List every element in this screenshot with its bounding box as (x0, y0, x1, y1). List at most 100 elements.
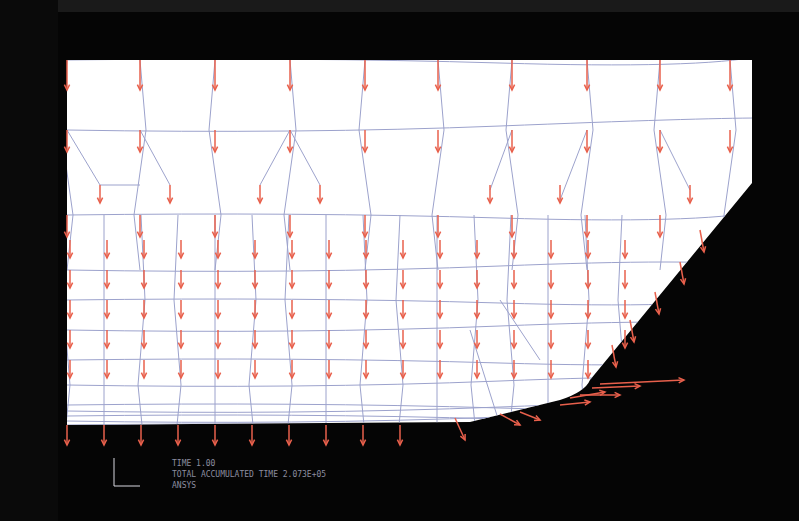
displacement-arrow (64, 425, 69, 445)
mesh-line (396, 215, 403, 425)
displacement-arrow (700, 230, 706, 252)
mesh-line (500, 300, 540, 360)
mesh-line (67, 262, 760, 271)
displacement-arrow (317, 185, 322, 203)
displacement-arrow (104, 360, 109, 378)
displacement-arrow (585, 360, 590, 378)
mesh-line (67, 56, 760, 65)
displacement-arrow (178, 270, 183, 288)
displacement-arrow (362, 215, 367, 237)
displacement-arrow (397, 425, 402, 445)
displacement-arrow (104, 240, 109, 258)
displacement-arrow (326, 300, 331, 318)
displacement-arrow (400, 240, 405, 258)
displacement-arrow (175, 425, 180, 445)
mesh-line (470, 330, 500, 425)
displacement-arrow (585, 300, 590, 318)
displacement-arrow (509, 215, 514, 237)
displacement-arrow (326, 270, 331, 288)
screen-border (0, 0, 58, 521)
displacement-arrow (511, 240, 516, 258)
mesh-line (209, 60, 221, 270)
displacement-arrow (474, 360, 479, 378)
displacement-arrow (630, 320, 636, 342)
displacement-arrow (212, 130, 217, 152)
displacement-arrow (511, 360, 516, 378)
displacement-arrow (548, 240, 553, 258)
axis-triad (114, 458, 140, 486)
displacement-arrow (474, 300, 479, 318)
mesh-line (63, 215, 70, 425)
displacement-arrow (560, 400, 590, 405)
displacement-arrow (252, 300, 257, 318)
displacement-arrow (360, 425, 365, 445)
displacement-arrow (97, 185, 102, 203)
mesh-line (359, 60, 371, 270)
displacement-arrow (64, 215, 69, 237)
displacement-arrow (252, 330, 257, 348)
displacement-arrow (178, 360, 183, 378)
displacement-arrow (67, 300, 72, 318)
mesh-line (67, 211, 760, 220)
displacement-arrow (622, 300, 627, 318)
displacement-arrow (363, 300, 368, 318)
displacement-arrow (252, 270, 257, 288)
mesh-line (360, 215, 367, 425)
displacement-arrow (67, 270, 72, 288)
displacement-arrow (474, 330, 479, 348)
displacement-arrow (511, 300, 516, 318)
displacement-arrow (286, 425, 291, 445)
mesh-line (471, 215, 478, 425)
displacement-arrow (67, 360, 72, 378)
mesh-line (67, 118, 760, 131)
displacement-arrow (474, 270, 479, 288)
displacement-arrow (104, 270, 109, 288)
status-text: TOTAL ACCUMULATED TIME 2.073E+05 (172, 469, 326, 480)
displacement-arrow (141, 270, 146, 288)
displacement-arrow (167, 185, 172, 203)
mesh-line (437, 215, 438, 425)
displacement-arrow (437, 360, 442, 378)
mesh-line (326, 215, 327, 425)
mesh-line (140, 130, 170, 185)
displacement-arrow (584, 130, 589, 152)
displacement-arrow (289, 300, 294, 318)
displacement-arrow (138, 425, 143, 445)
displacement-arrow (67, 240, 72, 258)
displacement-arrow (323, 425, 328, 445)
mesh-line (432, 60, 444, 270)
mesh-line (67, 401, 760, 410)
model-region (67, 60, 752, 425)
mesh-line (67, 356, 760, 365)
displacement-arrow (437, 240, 442, 258)
displacement-arrow (657, 215, 662, 237)
displacement-arrow (657, 130, 662, 152)
displacement-arrow (622, 240, 627, 258)
displacement-arrow (612, 345, 618, 367)
displacement-arrow (326, 360, 331, 378)
screen-border (0, 0, 799, 12)
displacement-arrow (474, 240, 479, 258)
displacement-arrow (400, 300, 405, 318)
mesh-line (67, 421, 760, 430)
mesh-line (260, 130, 290, 185)
displacement-arrow (212, 60, 217, 90)
displacement-arrow (585, 270, 590, 288)
status-text-block: TIME 1.00TOTAL ACCUMULATED TIME 2.073E+0… (172, 458, 326, 491)
displacement-arrow (289, 360, 294, 378)
displacement-arrow (548, 360, 553, 378)
mesh-line (724, 60, 736, 270)
displacement-arrow (64, 60, 69, 90)
displacement-arrow (363, 330, 368, 348)
displacement-arrow (585, 240, 590, 258)
displacement-arrow (400, 360, 405, 378)
displacement-arrow (215, 330, 220, 348)
mesh-line (134, 60, 146, 270)
displacement-arrow (215, 270, 220, 288)
displacement-arrow (141, 360, 146, 378)
element-mesh (61, 56, 760, 430)
displacement-arrow (178, 330, 183, 348)
displacement-arrow (137, 60, 142, 90)
displacement-arrow (137, 215, 142, 237)
